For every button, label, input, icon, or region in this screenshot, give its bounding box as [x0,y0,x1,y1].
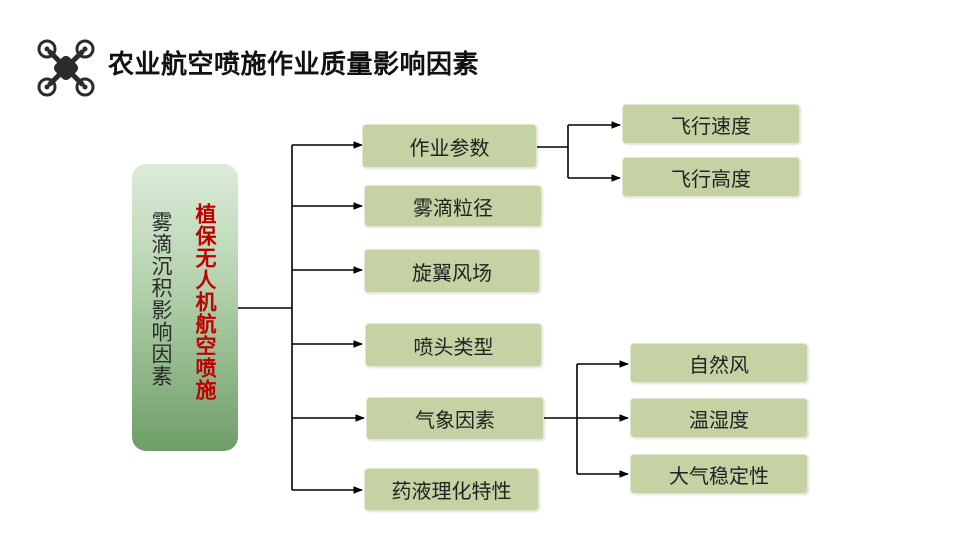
subfactor-flight-speed: 飞行速度 [622,104,800,144]
factor-liquid-properties: 药液理化特性 [364,468,539,511]
subfactor-flight-height: 飞行高度 [622,157,800,197]
subfactor-label: 飞行速度 [671,113,751,138]
root-sub-label: 雾滴沉积影响因素 [149,211,173,387]
factor-label: 作业参数 [409,135,490,160]
drone-icon [37,39,95,97]
factor-rotor-wind-field: 旋翼风场 [364,249,540,293]
subfactor-label: 大气稳定性 [669,463,769,488]
root-node [132,164,238,451]
root-main-label: 植保无人机航空喷施 [193,203,217,401]
subfactor-label: 自然风 [689,352,749,377]
factor-droplet-size: 雾滴粒径 [364,185,542,227]
factor-label: 喷头类型 [413,334,494,359]
factor-label: 气象因素 [415,408,495,432]
factor-operation-parameters: 作业参数 [362,124,537,168]
factor-label: 雾滴粒径 [413,195,493,220]
subfactor-temperature-humidity: 温湿度 [630,398,808,438]
factor-meteorological: 气象因素 [366,397,544,440]
subfactor-label: 飞行高度 [671,166,751,191]
subfactor-natural-wind: 自然风 [630,343,808,383]
factor-label: 药液理化特性 [391,479,512,503]
page-title: 农业航空喷施作业质量影响因素 [108,50,480,80]
subfactor-label: 温湿度 [689,407,749,432]
factor-label: 旋翼风场 [412,260,492,285]
factor-nozzle-type: 喷头类型 [365,323,542,367]
subfactor-atmospheric-stability: 大气稳定性 [630,454,808,494]
